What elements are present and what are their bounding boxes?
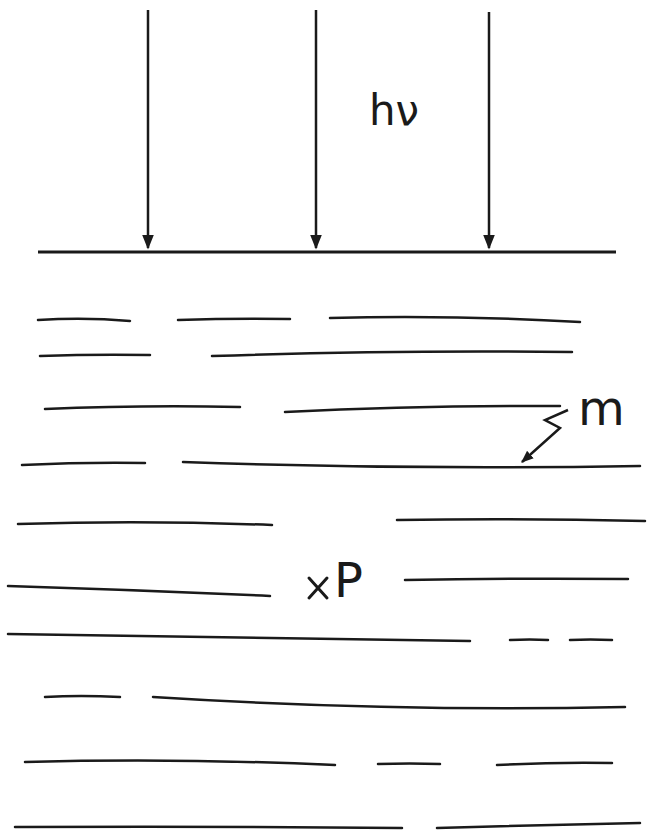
photon-energy-label: hν — [369, 90, 419, 132]
point-marker — [309, 578, 327, 598]
water-layers — [8, 317, 645, 828]
light-arrows — [148, 10, 489, 248]
leader-line — [522, 410, 568, 462]
water-surface — [38, 251, 616, 254]
part-label: m — [578, 384, 625, 432]
point-label: P — [334, 556, 363, 604]
